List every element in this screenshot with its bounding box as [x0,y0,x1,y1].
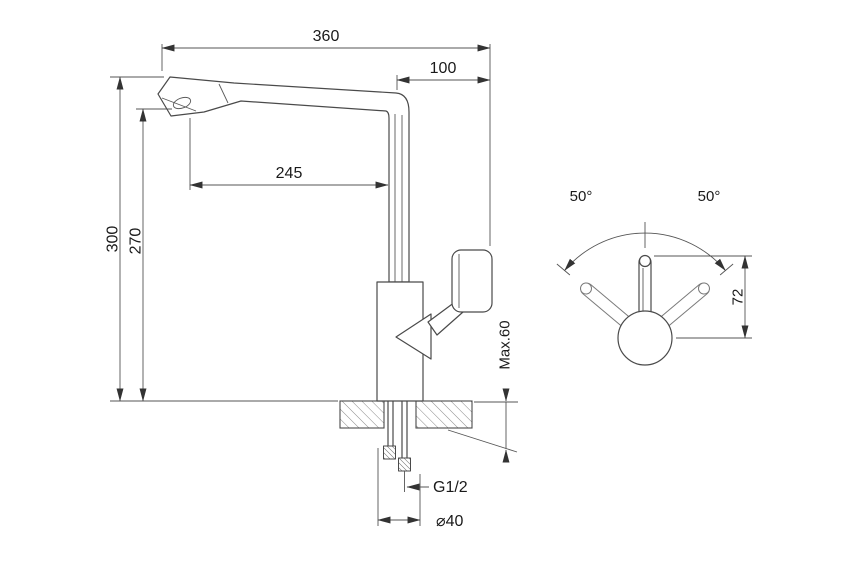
dim-max60-label: Max.60 [497,320,514,369]
dim-270-label: 270 [128,228,145,255]
dim-max60: Max.60 [447,320,518,463]
dimensions-side: 360 100 245 300 [105,28,518,530]
dim-300: 300 [105,76,338,402]
side-handle [451,249,493,313]
dim-100-label: 100 [430,60,457,77]
hose-right-fitting [398,457,411,472]
faucet-outline [157,76,493,402]
hose-left-fitting [383,445,396,460]
dim-360-label: 360 [313,28,340,45]
dim-angle-right-label: 50° [698,188,721,205]
aerator-face-line [161,97,197,112]
ghost-lever-left [580,282,636,332]
dim-angle-left-label: 50° [570,188,593,205]
dim-thread-label: G1/2 [433,479,468,496]
countertop-left-section [339,400,385,429]
side-view: 360 100 245 300 [105,28,518,530]
dim-diameter-label: ⌀40 [436,513,464,530]
dim-thread: G1/2 [404,471,468,496]
spray-nozzle-detail [172,96,192,110]
dim-100: 100 [396,60,491,90]
dim-swing-angles: 50° 50° [556,188,734,276]
handle-rotation-view: 50° 50° 72 [556,188,752,366]
dim-360: 360 [161,28,491,246]
dim-245: 245 [189,118,389,190]
supply-hoses [383,400,411,472]
dim-270: 270 [128,108,172,402]
faucet-base-circle [617,310,673,366]
lever-joint-triangle [395,313,432,360]
dim-72: 72 [654,255,752,339]
ghost-lever-right [654,282,710,332]
dim-245-label: 245 [276,165,303,182]
head-seam-line [218,83,229,104]
dim-300-label: 300 [105,226,122,253]
countertop [339,400,473,429]
countertop-right-section [415,400,473,429]
dim-72-label: 72 [730,289,747,306]
dim-diameter: ⌀40 [377,448,464,530]
